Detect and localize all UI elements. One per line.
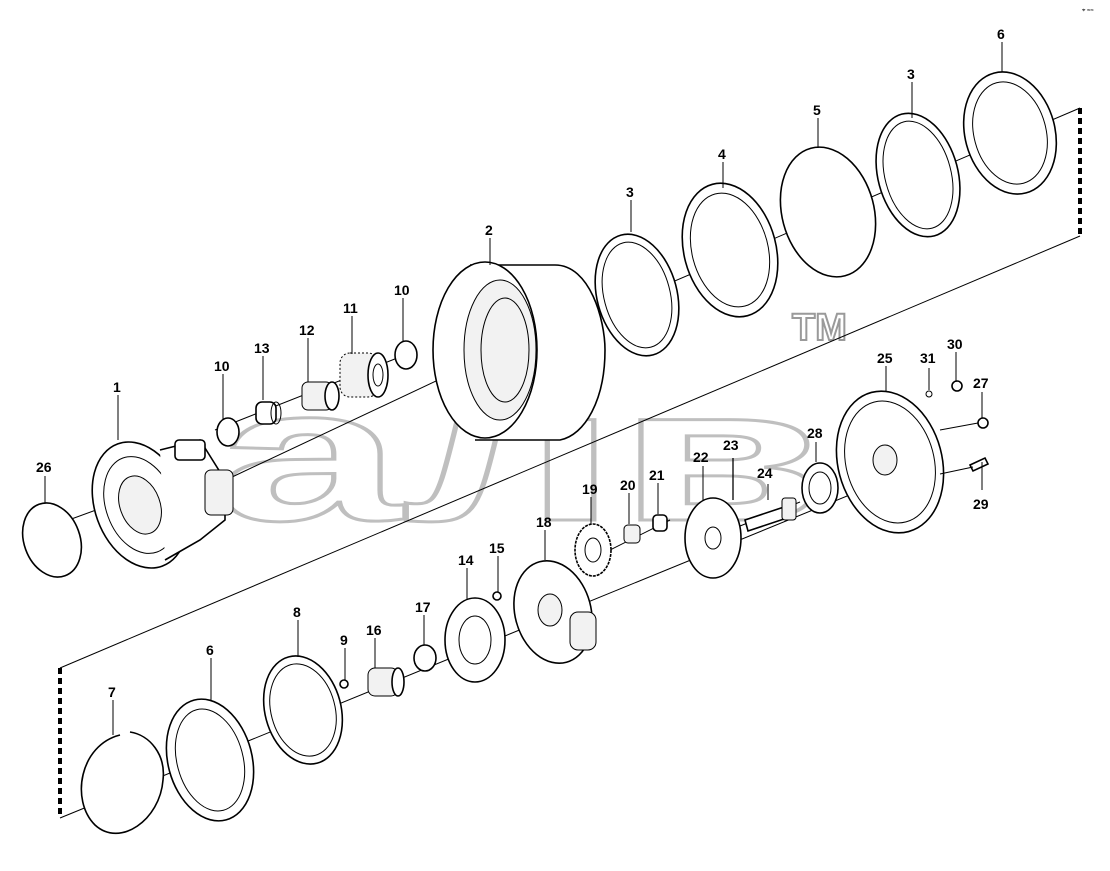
part-29-bolt xyxy=(968,456,990,473)
part-22-thrust-plate xyxy=(684,497,742,579)
part-17-o-ring xyxy=(413,644,437,672)
label-16: 16 xyxy=(366,622,382,638)
part-3-seal-b xyxy=(875,112,961,238)
part-18-planet-carrier xyxy=(513,560,597,664)
label-15: 15 xyxy=(489,540,505,556)
part-28-thrust-washer xyxy=(801,462,839,514)
part-9-pin xyxy=(339,679,349,689)
label-6a: 6 xyxy=(997,26,1005,42)
corner-mark: ⌖ ≈≈ xyxy=(1082,8,1094,14)
part-19-planet-gear xyxy=(574,523,612,577)
part-13-bushing xyxy=(255,401,282,425)
label-3b: 3 xyxy=(907,66,915,82)
part-31-washer xyxy=(925,390,933,398)
part-labels: 1 2 3 3 4 5 6 6 7 8 9 10 10 11 12 13 14 … xyxy=(36,26,1005,700)
label-22: 22 xyxy=(693,449,709,465)
label-29: 29 xyxy=(973,496,989,512)
label-28: 28 xyxy=(807,425,823,441)
label-24: 24 xyxy=(757,465,773,481)
assembly-axis-hub xyxy=(229,364,471,479)
part-30-plug xyxy=(951,380,963,392)
part-14-thrust-plate xyxy=(444,597,506,683)
assembly-axis-return xyxy=(59,235,1081,669)
label-30: 30 xyxy=(947,336,963,352)
part-3-seal-a xyxy=(594,233,680,357)
part-8-retainer xyxy=(262,655,344,765)
part-10-o-ring-b xyxy=(394,340,418,370)
label-18: 18 xyxy=(536,514,552,530)
part-21-spacer xyxy=(652,514,668,532)
part-15-bolt xyxy=(492,591,502,601)
label-20: 20 xyxy=(620,477,636,493)
label-2: 2 xyxy=(485,222,493,238)
part-12-needle-bearing xyxy=(301,381,340,411)
label-26: 26 xyxy=(36,459,52,475)
part-24-sun-gear-shaft xyxy=(744,497,797,533)
label-10a: 10 xyxy=(214,358,230,374)
watermark-tm: TM xyxy=(792,307,847,349)
part-20-needle-bearing xyxy=(623,524,641,544)
leader-lines xyxy=(44,42,1003,735)
label-10b: 10 xyxy=(394,282,410,298)
part-25-cover xyxy=(835,390,945,534)
label-11: 11 xyxy=(343,300,358,316)
label-8: 8 xyxy=(293,604,301,620)
label-13: 13 xyxy=(254,340,270,356)
part-2-ring-gear-housing xyxy=(432,261,606,441)
label-14: 14 xyxy=(458,552,474,568)
part-26-o-ring xyxy=(21,502,83,578)
label-3a: 3 xyxy=(626,184,634,200)
label-9: 9 xyxy=(340,632,348,648)
label-19: 19 xyxy=(582,481,598,497)
label-12: 12 xyxy=(299,322,315,338)
label-4: 4 xyxy=(718,146,726,162)
label-23: 23 xyxy=(723,437,739,453)
label-7: 7 xyxy=(108,684,116,700)
part-1-hub-flange xyxy=(91,439,234,569)
part-5-o-ring xyxy=(779,146,877,278)
part-27-plug xyxy=(977,417,989,429)
part-4-seal-ring xyxy=(681,182,779,318)
part-7-snap-ring xyxy=(80,731,165,835)
label-27: 27 xyxy=(973,375,989,391)
part-10-o-ring-a xyxy=(216,417,240,447)
label-31: 31 xyxy=(920,350,936,366)
label-25: 25 xyxy=(877,350,893,366)
label-6b: 6 xyxy=(206,642,214,658)
label-5: 5 xyxy=(813,102,821,118)
label-17: 17 xyxy=(415,599,431,615)
label-1: 1 xyxy=(113,379,121,395)
part-6-floating-seal-a xyxy=(962,71,1058,195)
label-21: 21 xyxy=(649,467,665,483)
part-16-sun-gear xyxy=(367,667,405,697)
part-11-planet-gear xyxy=(339,352,389,398)
